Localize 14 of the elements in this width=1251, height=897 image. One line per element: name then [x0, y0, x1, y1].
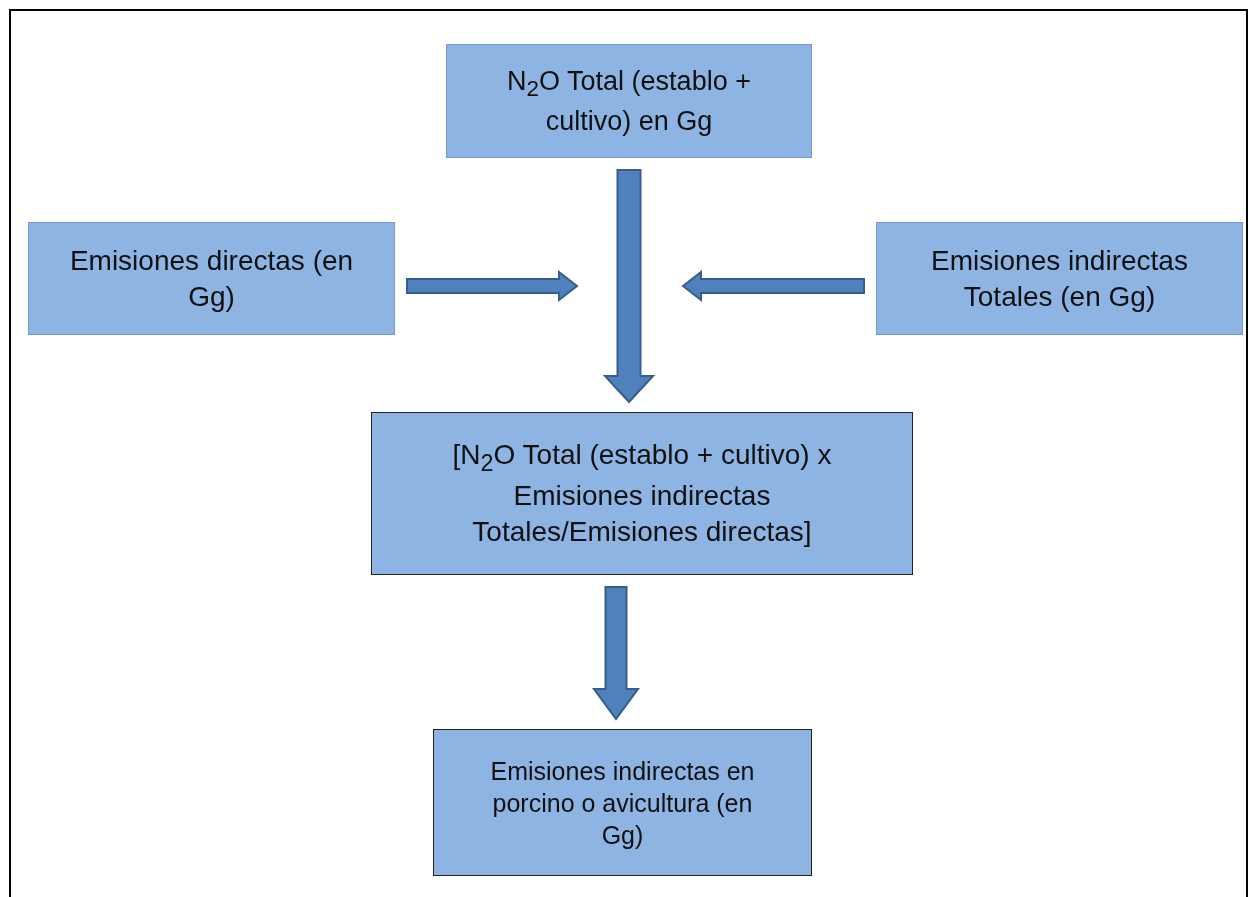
box-text: N$_{2}$O Total (establo + cultivo) en Gg: [506, 64, 752, 138]
process-box: [28, 222, 395, 335]
box-text: Emisiones directas (en Gg): [69, 243, 354, 314]
block-arrow: [592, 586, 640, 721]
process-box: [371, 412, 913, 575]
block-arrow: [406, 269, 579, 303]
process-box: [433, 729, 812, 876]
process-box: [876, 222, 1243, 335]
box-text: [N$_{2}$O Total (establo + cultivo) x Emisiones indirectas Totales/Emisiones directas]: [451, 437, 833, 550]
block-arrow: [602, 169, 656, 404]
box-text: Emisiones indirectas en porcino o avicultura (en Gg): [489, 755, 756, 851]
block-arrow: [681, 269, 865, 303]
process-box: [446, 44, 812, 158]
box-text: Emisiones indirectas Totales (en Gg): [930, 243, 1189, 314]
